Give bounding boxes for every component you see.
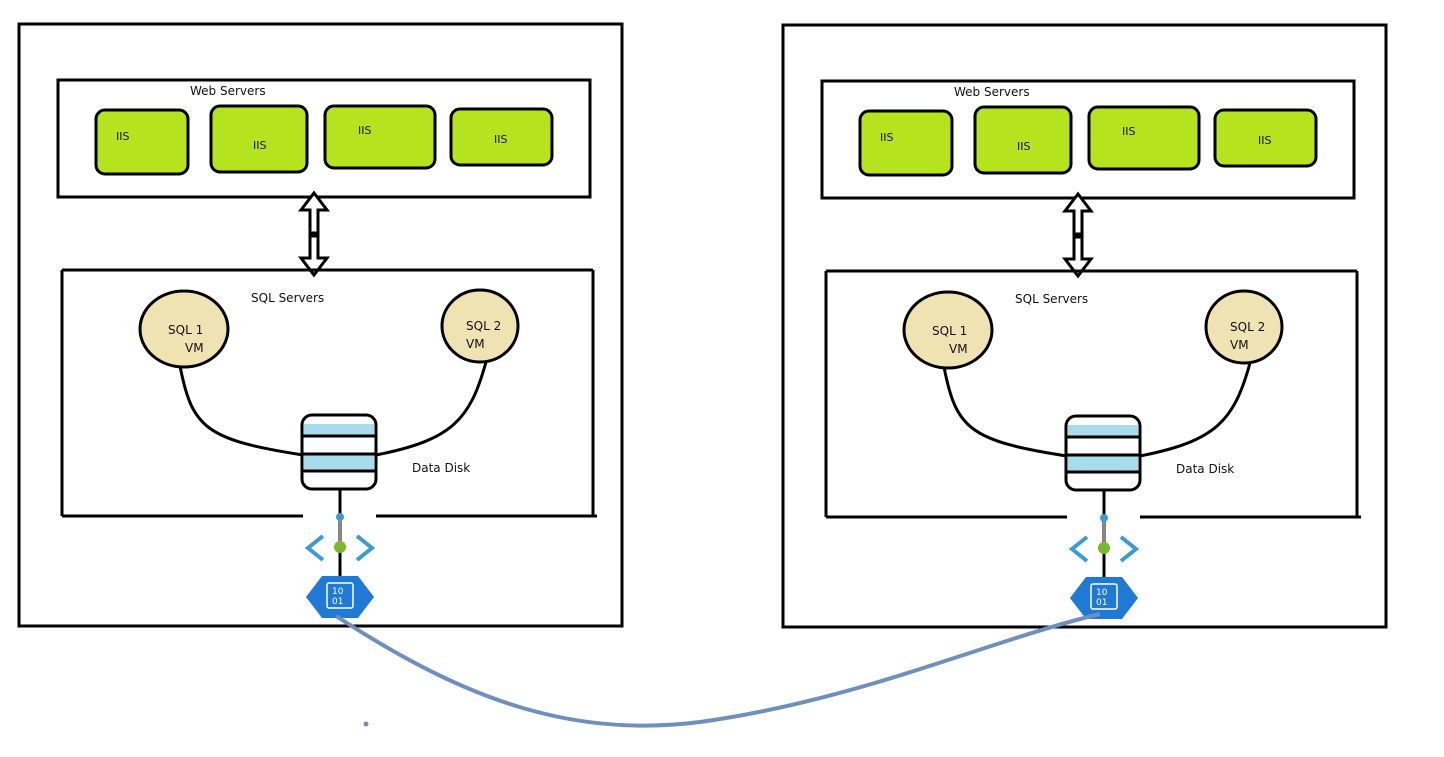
database-disk-icon: [1064, 414, 1142, 492]
iis-server-box: [1213, 108, 1318, 168]
connector-line: [375, 361, 488, 457]
sql-vm-name: SQL 1: [932, 324, 967, 338]
private-endpoint-icon: [304, 513, 376, 562]
web-servers-box: [820, 79, 1356, 200]
region-left: Web Servers IIS IIS IIS IIS SQL Servers …: [17, 22, 624, 628]
data-disk-label: Data Disk: [412, 461, 470, 475]
iis-server-box: [94, 108, 190, 176]
web-servers-box: [56, 78, 592, 199]
iis-label: IIS: [253, 139, 266, 152]
iis-server-box: [858, 109, 954, 177]
sql-vm-type: VM: [949, 342, 968, 356]
sql-servers-label: SQL Servers: [251, 291, 324, 305]
iis-server-box: [209, 104, 309, 174]
sql-vm-node: [902, 290, 994, 370]
sql-vm-name: SQL 1: [168, 323, 203, 337]
binary-file-icon: 10 01: [1070, 577, 1138, 619]
double-arrow-icon: [1061, 191, 1095, 279]
sql-vm-name: SQL 2: [1230, 320, 1265, 334]
sql-servers-label: SQL Servers: [1015, 292, 1088, 306]
binary-digits: 01: [332, 597, 343, 607]
sql-vm-node: [138, 289, 230, 369]
sql-vm-type: VM: [185, 341, 204, 355]
binary-digits: 10: [1096, 588, 1108, 598]
database-disk-icon: [300, 413, 378, 491]
iis-label: IIS: [358, 124, 371, 137]
region-right: Web Servers IIS IIS IIS IIS SQL Servers …: [781, 23, 1388, 629]
iis-label: IIS: [880, 131, 893, 144]
sql-servers-box: [60, 268, 597, 518]
region-frame: [17, 22, 624, 628]
iis-server-box: [449, 107, 554, 167]
sql-vm-node: [1204, 289, 1284, 365]
connector-line: [178, 365, 304, 457]
sql-vm-name: SQL 2: [466, 319, 501, 333]
iis-label: IIS: [1017, 140, 1030, 153]
connector-line: [1139, 362, 1252, 458]
stray-dot: [363, 721, 369, 727]
binary-digits: 01: [1096, 598, 1107, 608]
binary-file-icon: 10 01: [306, 576, 374, 618]
iis-label: IIS: [116, 130, 129, 143]
iis-label: IIS: [494, 133, 507, 146]
sql-servers-box: [824, 269, 1361, 519]
web-servers-label: Web Servers: [190, 84, 266, 98]
sql-vm-type: VM: [466, 337, 485, 351]
iis-server-box: [973, 105, 1073, 175]
iis-server-box: [1087, 105, 1201, 171]
iis-label: IIS: [1258, 134, 1271, 147]
private-endpoint-icon: [1068, 514, 1140, 563]
data-disk-label: Data Disk: [1176, 462, 1234, 476]
sql-vm-type: VM: [1230, 338, 1249, 352]
iis-label: IIS: [1122, 125, 1135, 138]
web-servers-label: Web Servers: [954, 85, 1030, 99]
iis-server-box: [323, 104, 437, 170]
region-link-line: [334, 612, 1101, 728]
sql-vm-node: [440, 288, 520, 364]
double-arrow-icon: [297, 190, 331, 278]
binary-digits: 10: [332, 587, 344, 597]
region-frame: [781, 23, 1388, 629]
connector-line: [942, 366, 1068, 458]
